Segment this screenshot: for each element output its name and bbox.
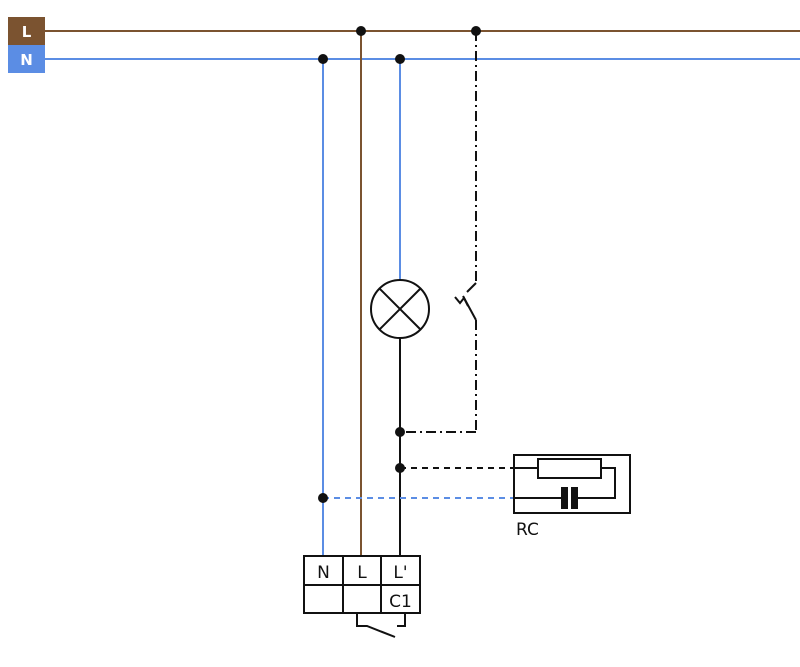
terminal-N: N (317, 563, 330, 583)
junction-dots (318, 26, 481, 503)
lamp-icon (370, 279, 430, 339)
rc-module (513, 454, 631, 514)
bus-label-N-box (8, 45, 45, 73)
pushbutton-switch-icon (400, 31, 477, 433)
capacitor-icon (561, 487, 568, 509)
rc-label: RC (516, 520, 539, 540)
terminal-L: L (357, 563, 367, 583)
terminal-L-prime: L' (393, 563, 407, 583)
terminal-C1: C1 (389, 592, 412, 612)
relay-contact-icon (356, 613, 406, 638)
terminal-block (303, 555, 421, 614)
bus-label-L-box (8, 17, 45, 45)
bus-label-L: L (22, 23, 32, 41)
bus-label-N: N (20, 51, 33, 69)
resistor-icon (537, 458, 602, 479)
